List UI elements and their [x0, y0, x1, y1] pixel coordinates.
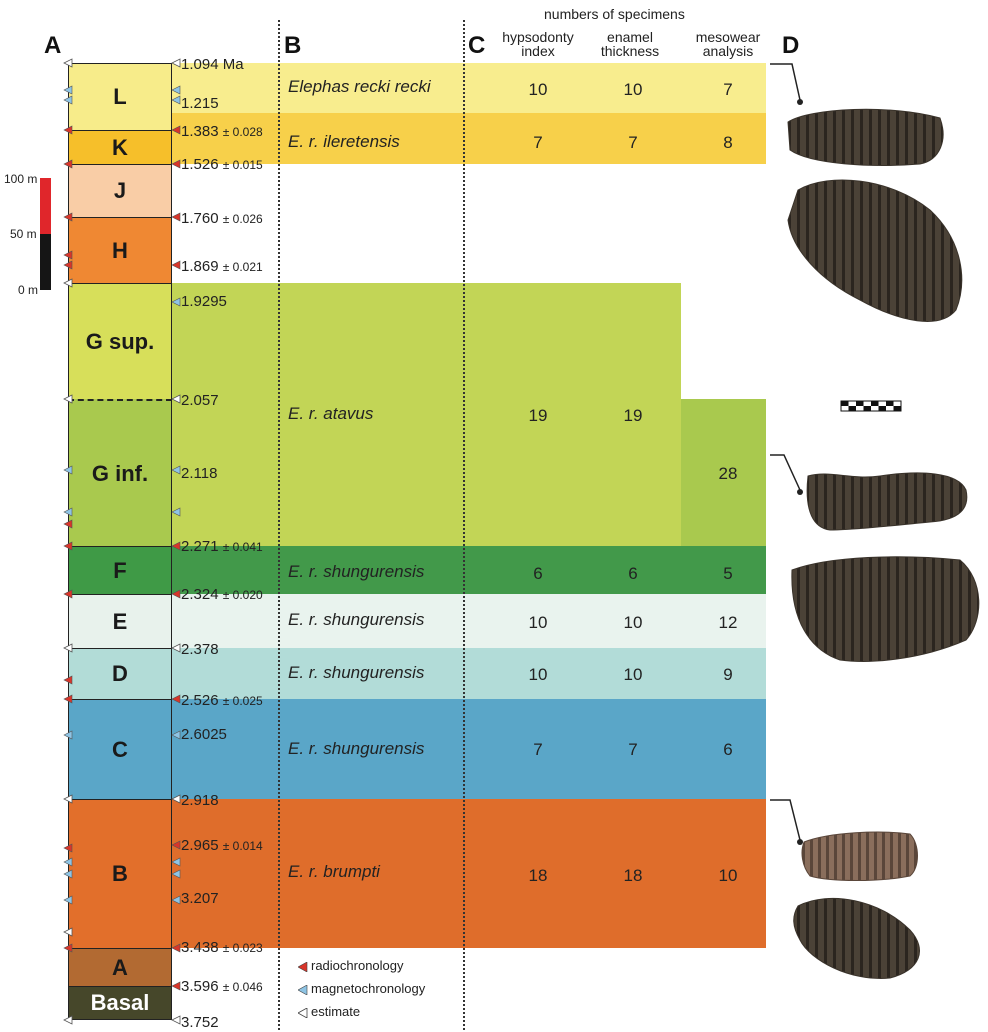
scale-bar-icon: [841, 401, 901, 411]
tooth-icon: [794, 898, 920, 978]
tooth-icon: [770, 455, 967, 530]
tooth-icon: [792, 557, 979, 662]
radio-marker-icon: [64, 126, 180, 990]
panel-d-teeth: [770, 60, 988, 1030]
magneto-marker-icon: [64, 86, 180, 904]
tooth-icon: [788, 180, 962, 321]
tooth-icon: [770, 64, 943, 165]
estimate-marker-icon: [64, 59, 180, 1024]
tooth-icon: [770, 800, 918, 881]
